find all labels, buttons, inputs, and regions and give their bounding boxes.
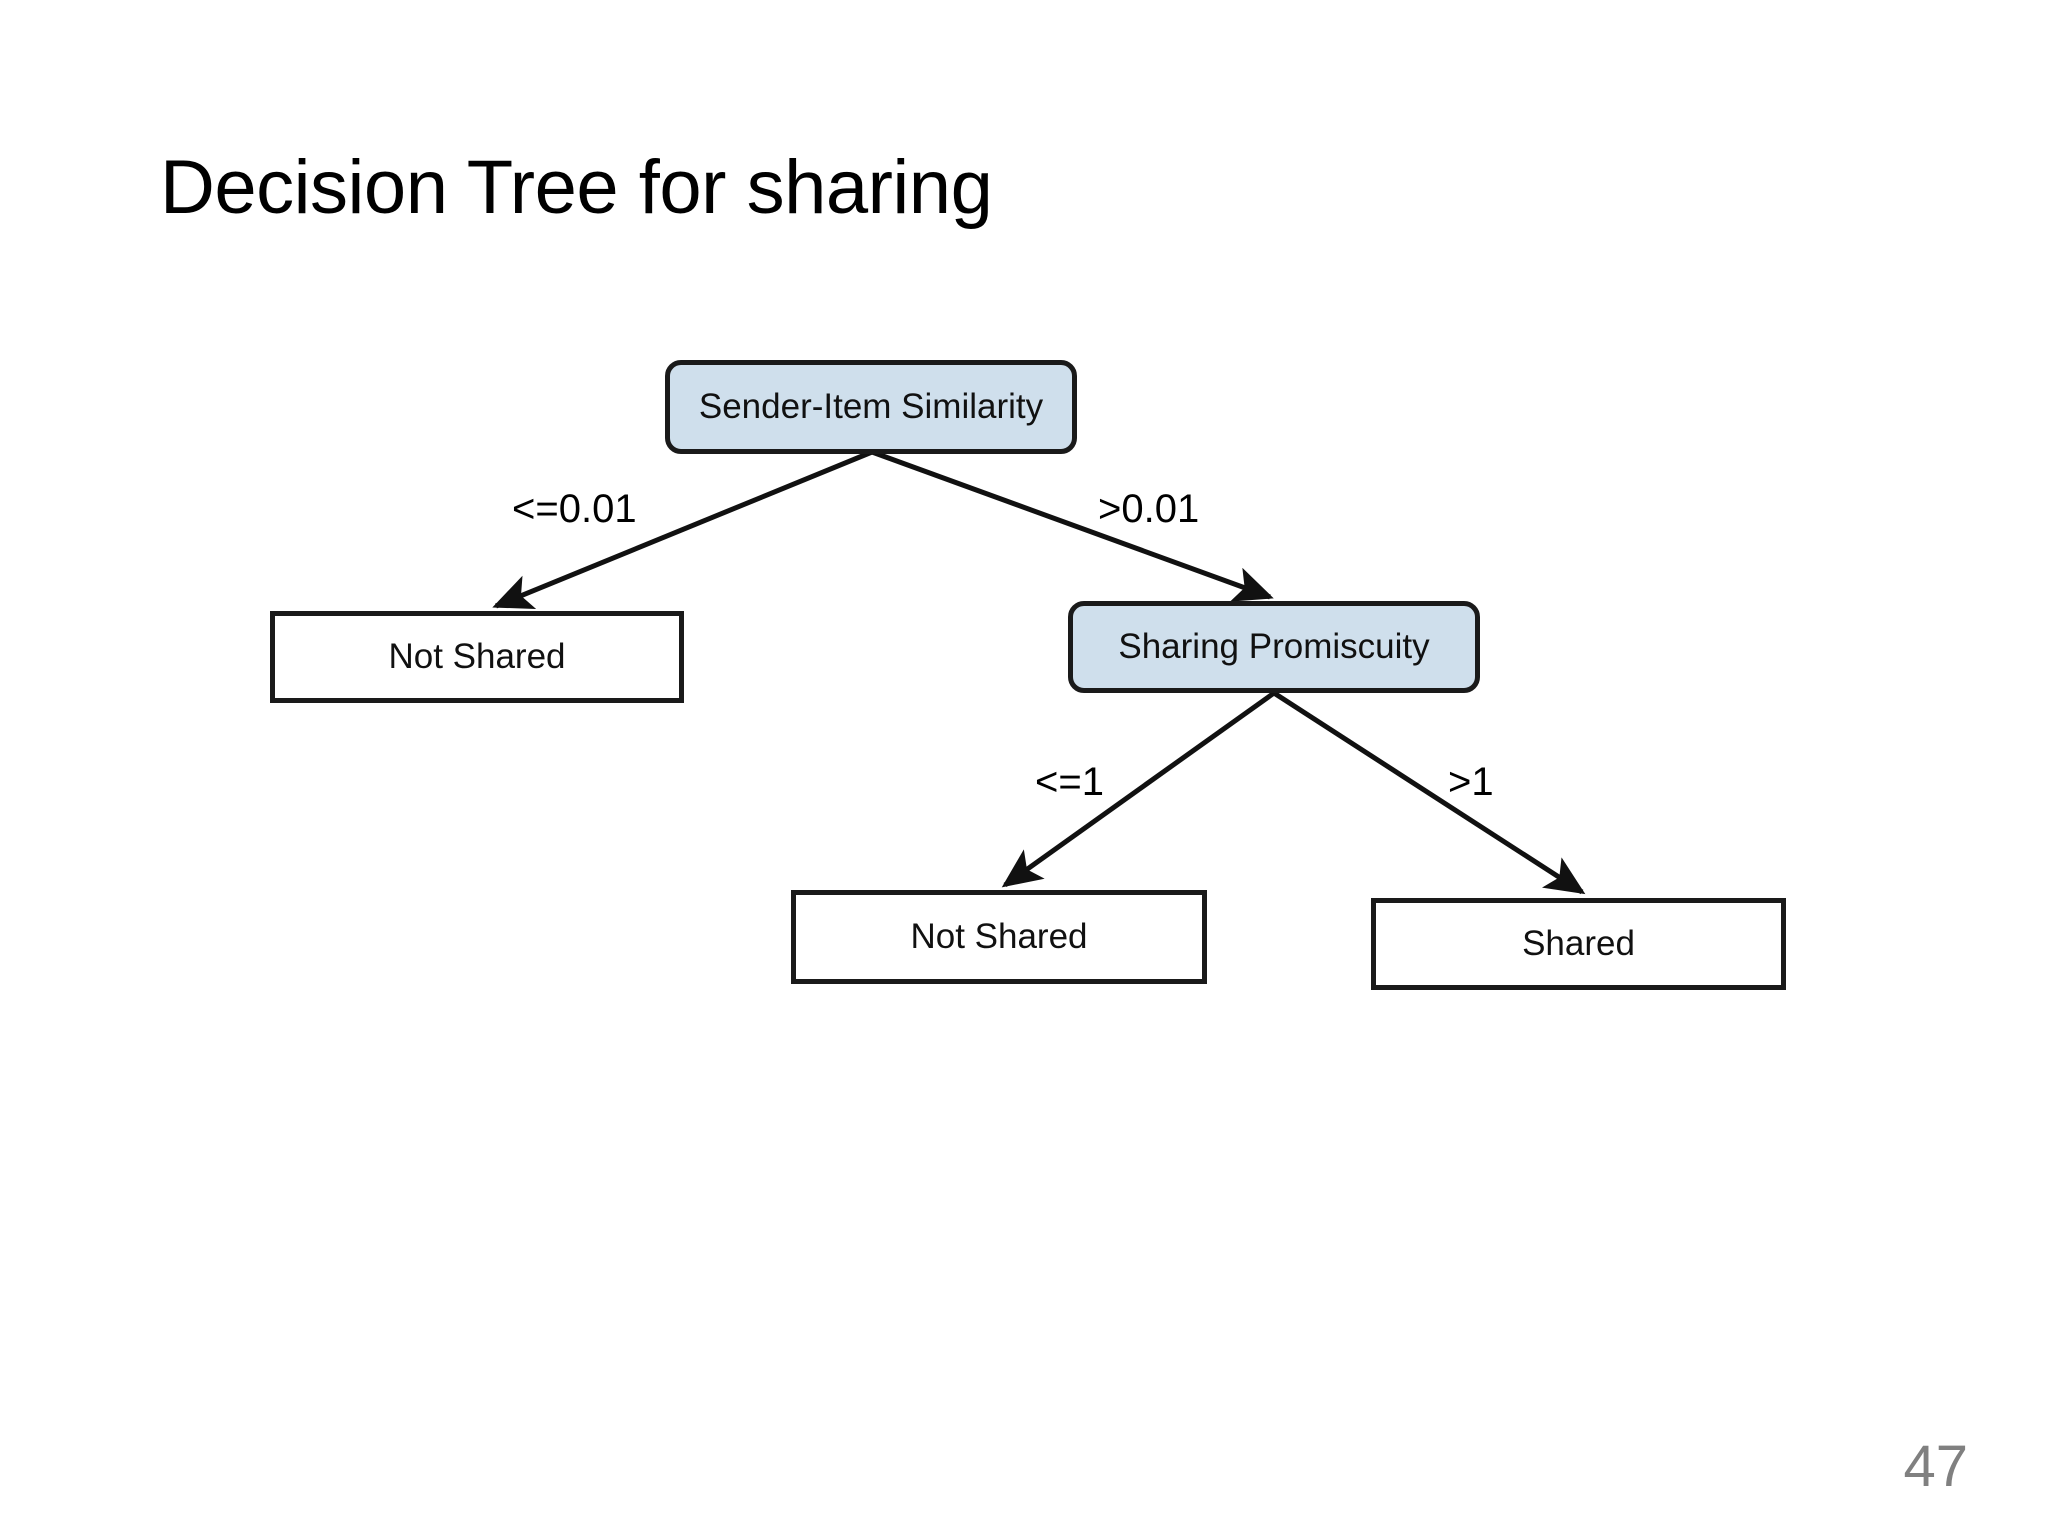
page-number: 47 [1903, 1434, 1968, 1499]
tree-node-label: Sender-Item Similarity [698, 387, 1044, 426]
tree-node-sender-item-similarity[interactable]: Sender-Item Similarity [665, 360, 1077, 454]
edge-promiscuity-to-leaf-mid [1001, 690, 1276, 888]
edge-root-to-leaf-left [492, 449, 873, 610]
tree-connectors [492, 449, 1586, 895]
edge-label-root-left: <=0.01 [512, 487, 637, 531]
tree-node-not-shared-left[interactable]: Not Shared [270, 611, 684, 703]
tree-node-sharing-promiscuity[interactable]: Sharing Promiscuity [1068, 601, 1480, 693]
tree-node-label: Not Shared [910, 917, 1088, 956]
tree-node-label: Sharing Promiscuity [1118, 627, 1430, 666]
tree-node-label: Not Shared [388, 637, 566, 676]
tree-node-label: Shared [1522, 924, 1635, 963]
decision-tree-figure: Sender-Item Similarity Not Shared Sharin… [270, 360, 1786, 990]
edge-label-root-right: >0.01 [1098, 487, 1200, 531]
tree-node-shared[interactable]: Shared [1371, 898, 1786, 990]
edge-label-promiscuity-right: >1 [1448, 760, 1494, 804]
page-title: Decision Tree for sharing [160, 145, 993, 230]
edge-label-promiscuity-left: <=1 [1035, 760, 1104, 804]
tree-node-not-shared-mid[interactable]: Not Shared [791, 890, 1207, 984]
edge-root-to-promiscuity [871, 449, 1274, 602]
edge-promiscuity-to-leaf-right [1272, 690, 1586, 895]
